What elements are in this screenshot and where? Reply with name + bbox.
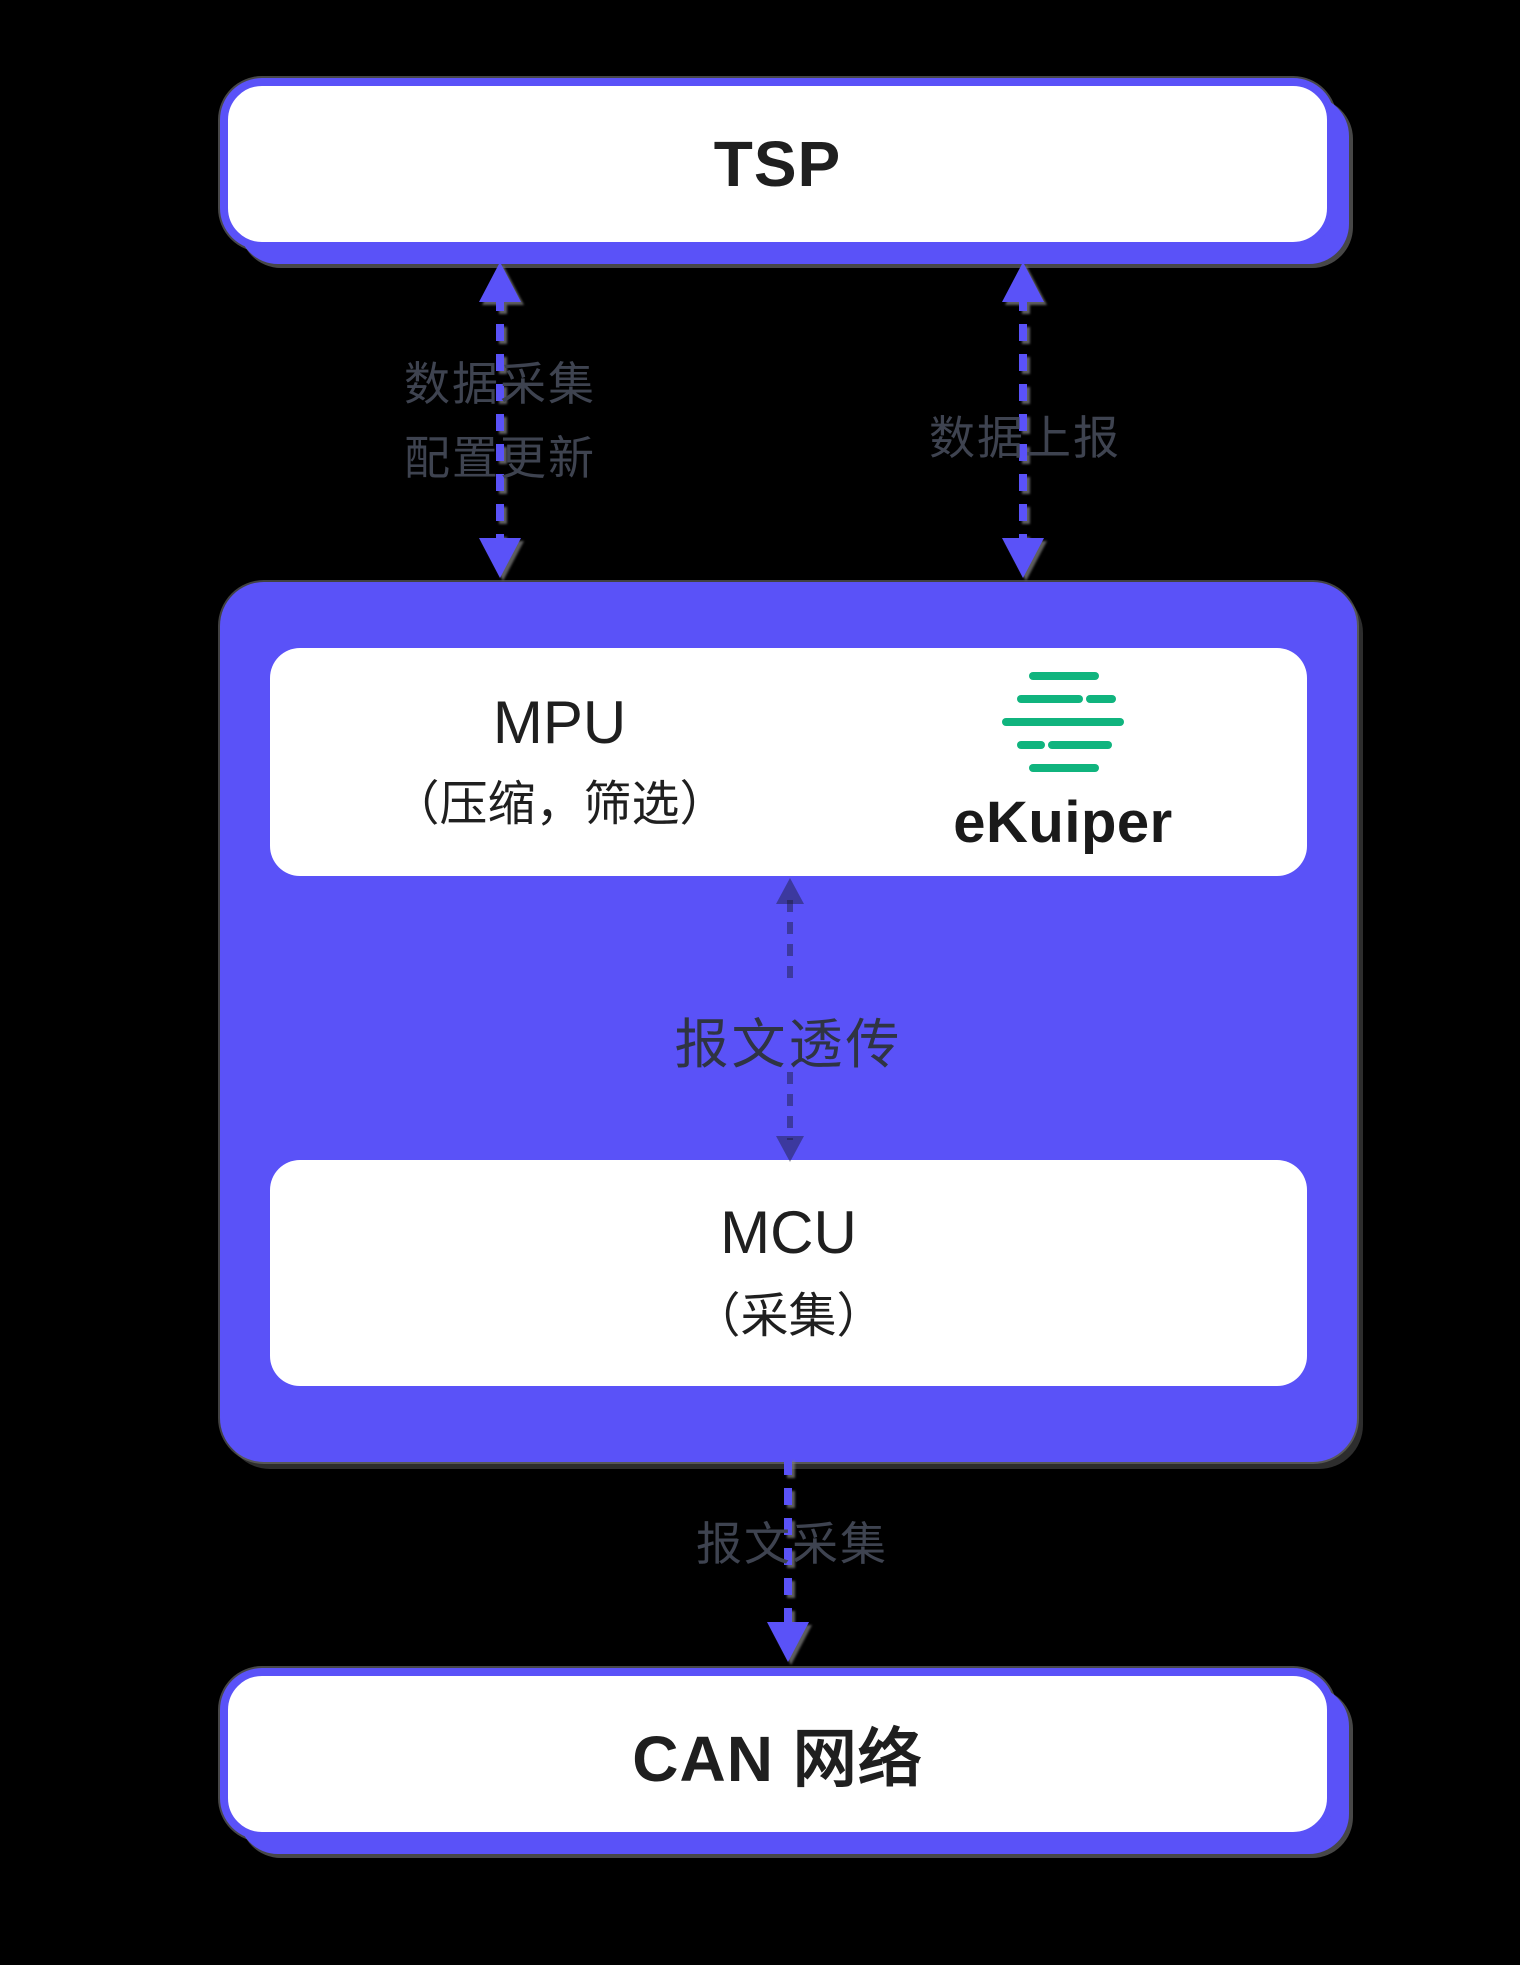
mcu-title: MCU	[720, 1198, 857, 1266]
edge-label-config: 数据采集 配置更新	[404, 348, 596, 495]
ekuiper-block: eKuiper	[849, 669, 1307, 856]
mcu-subtitle: （采集）	[692, 1289, 885, 1343]
tsp-label: TSP	[713, 128, 842, 200]
mpu-title: MPU	[492, 688, 627, 756]
double-arrow-icon	[479, 262, 521, 578]
config-arrow	[468, 260, 532, 580]
mpu-text-block: MPU （压缩，筛选）	[270, 691, 849, 834]
double-arrow-icon	[1002, 262, 1044, 578]
down-arrow-icon	[767, 1458, 809, 1662]
mpu-node: MPU （压缩，筛选） eKuiper	[270, 648, 1307, 876]
upload-arrow	[991, 260, 1055, 580]
collect-arrow	[756, 1458, 820, 1664]
passthrough-connector-bottom	[758, 1072, 822, 1164]
gateway-node: MPU （压缩，筛选） eKuiper 报文透传 MCU （	[220, 582, 1357, 1462]
mpu-subtitle: （压缩，筛选）	[391, 777, 728, 831]
up-arrow-icon	[776, 878, 804, 986]
edge-label-config-line1: 数据采集	[404, 358, 596, 410]
can-label: CAN 网络	[632, 1723, 923, 1795]
ekuiper-logo-icon	[1002, 671, 1125, 772]
down-arrow-icon	[776, 1072, 804, 1162]
edge-label-config-line2: 配置更新	[404, 431, 596, 484]
ekuiper-label: eKuiper	[953, 789, 1173, 855]
edge-label-collect: 报文采集	[696, 1518, 888, 1570]
can-node: CAN 网络	[220, 1668, 1335, 1840]
passthrough-label: 报文透传	[674, 1015, 903, 1075]
passthrough-connector-top	[758, 878, 822, 988]
mcu-node: MCU （采集）	[270, 1160, 1307, 1386]
tsp-node: TSP	[220, 78, 1335, 250]
edge-label-upload: 数据上报	[929, 412, 1121, 464]
